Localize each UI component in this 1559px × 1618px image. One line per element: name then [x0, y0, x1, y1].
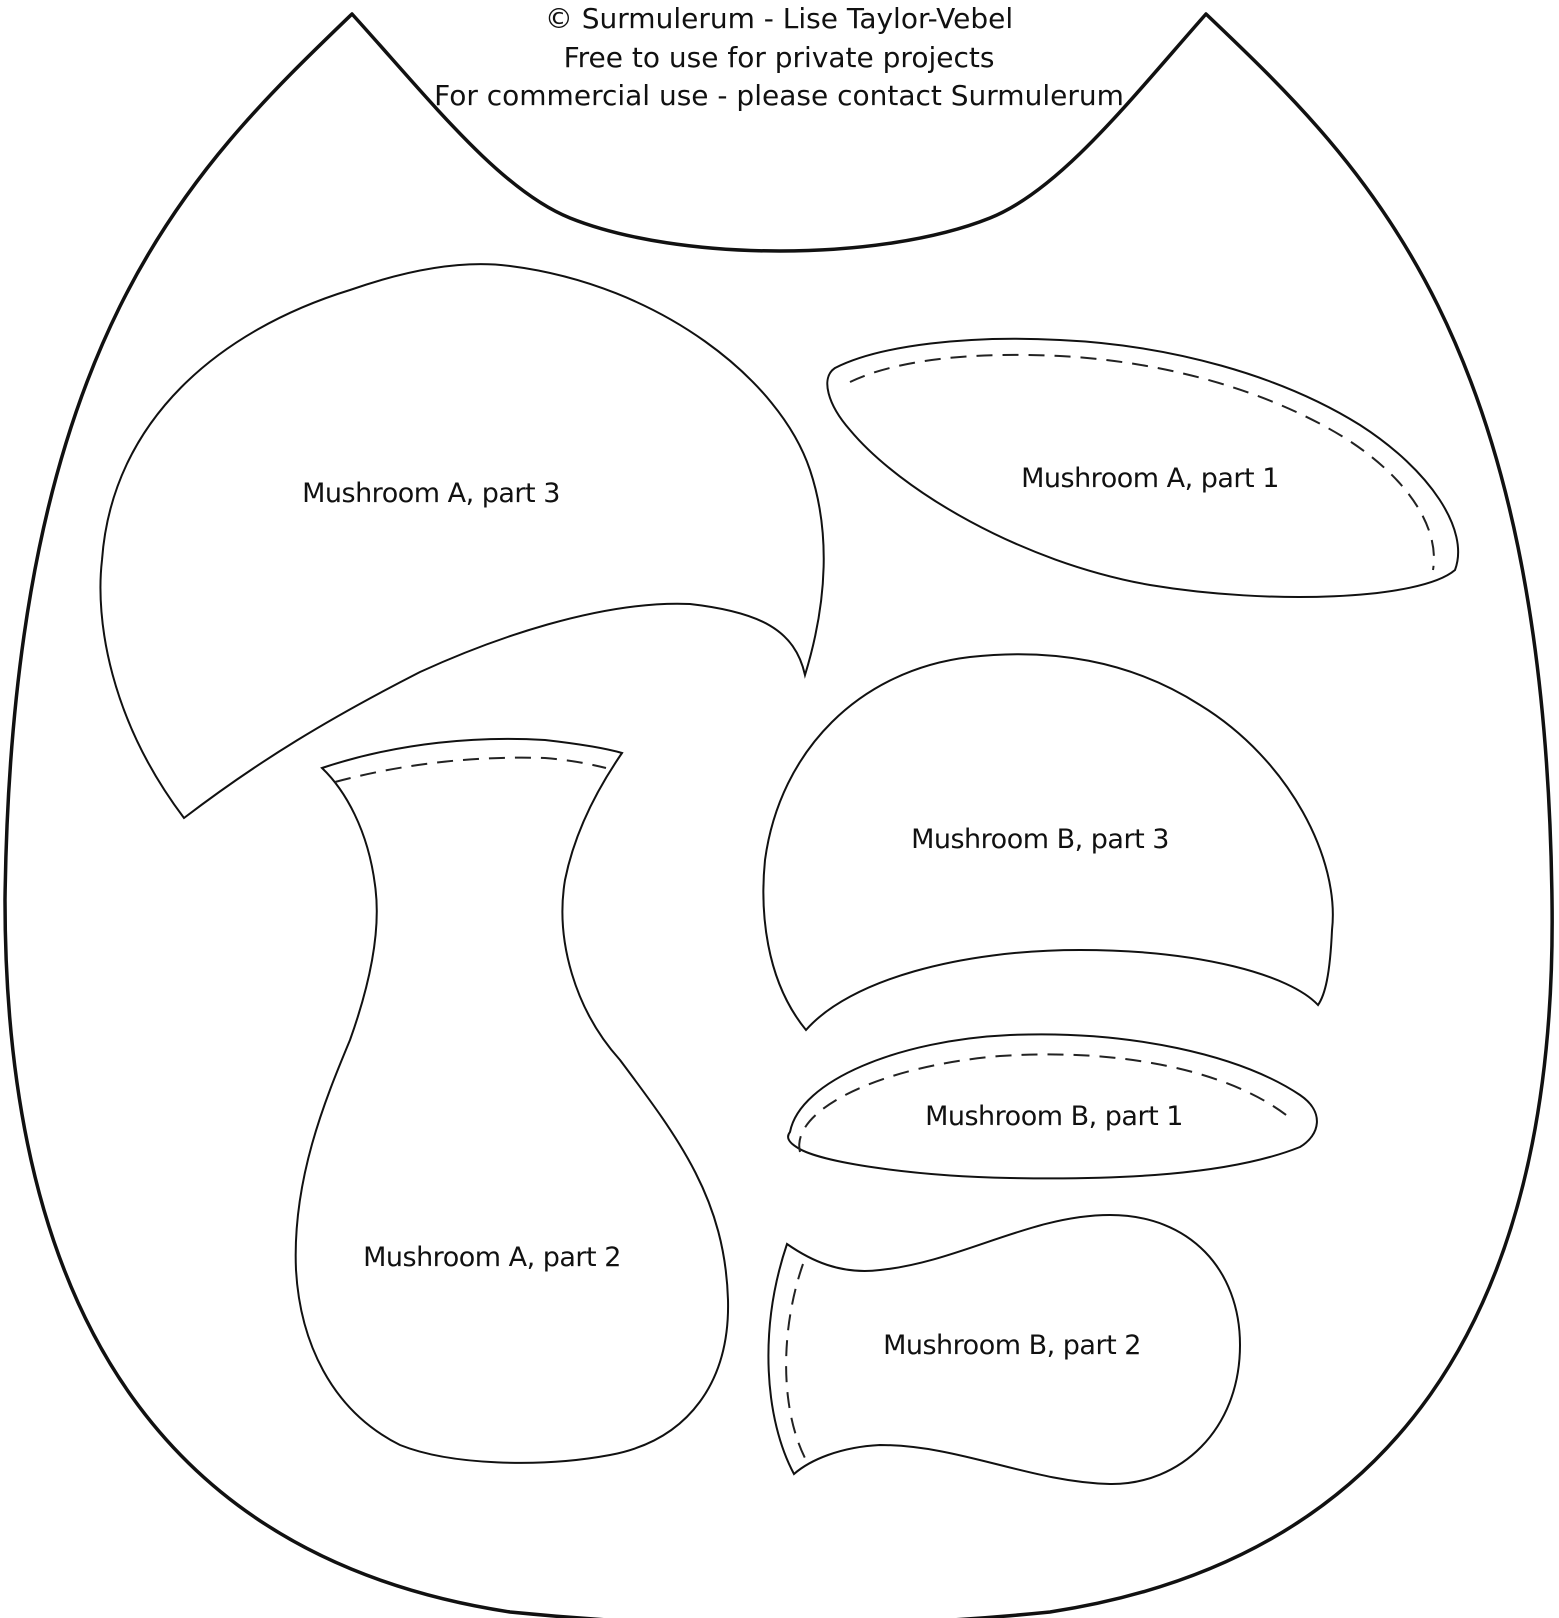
piece-mushroom-a-part3: Mushroom A, part 3: [99, 263, 825, 820]
copyright-line-1: © Surmulerum - Lise Taylor-Vebel: [545, 2, 1013, 35]
piece-mushroom-a-part2: Mushroom A, part 2: [294, 737, 730, 1464]
mushroom-b-part3-label: Mushroom B, part 3: [911, 824, 1169, 855]
mushroom-a-part2-outline: [294, 737, 730, 1464]
mushroom-a-part3-outline: [99, 263, 825, 820]
piece-mushroom-b-part1: Mushroom B, part 1: [787, 1033, 1318, 1180]
mushroom-a-part3-label: Mushroom A, part 3: [302, 478, 560, 509]
mushroom-a-part2-seam: [334, 756, 607, 783]
mushroom-a-part1-seam: [849, 353, 1435, 571]
mushroom-b-part2-outline: [767, 1213, 1242, 1486]
mushroom-a-part2-label: Mushroom A, part 2: [363, 1242, 621, 1273]
mushroom-a-part1-outline: [826, 337, 1460, 598]
copyright-line-3: For commercial use - please contact Surm…: [434, 79, 1124, 112]
copyright-line-2: Free to use for private projects: [564, 41, 995, 74]
mushroom-b-part2-seam: [785, 1263, 807, 1461]
piece-mushroom-a-part1: Mushroom A, part 1: [826, 337, 1460, 598]
mushroom-b-part1-seam: [798, 1053, 1291, 1153]
mushroom-b-part3-outline: [762, 653, 1334, 1032]
piece-mushroom-b-part2: Mushroom B, part 2: [767, 1213, 1242, 1486]
piece-mushroom-b-part3: Mushroom B, part 3: [762, 653, 1334, 1032]
mushroom-a-part1-label: Mushroom A, part 1: [1021, 463, 1279, 494]
mushroom-b-part2-label: Mushroom B, part 2: [883, 1330, 1141, 1361]
mushroom-b-part1-label: Mushroom B, part 1: [925, 1101, 1183, 1132]
